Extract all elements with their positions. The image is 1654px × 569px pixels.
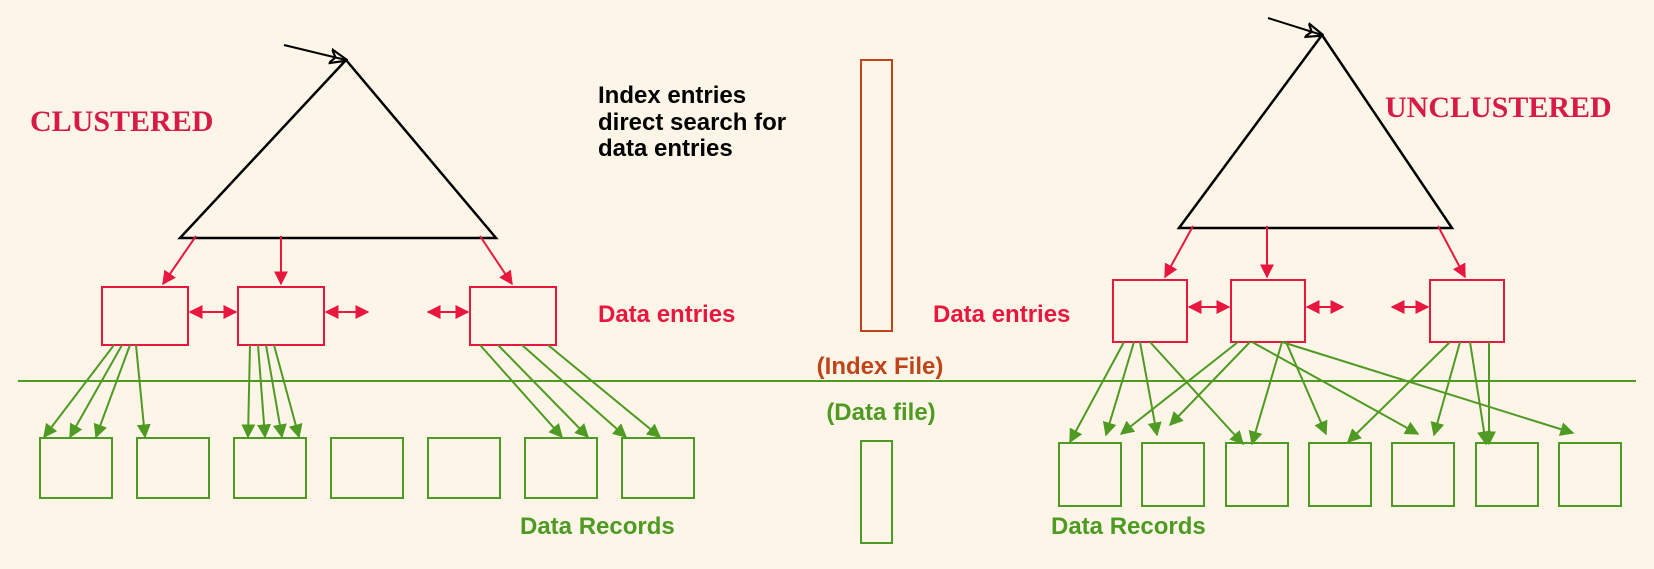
entry-to-record-arrow — [1149, 341, 1244, 446]
index-file-bar — [860, 59, 893, 332]
entry-to-record-arrow — [1281, 341, 1575, 436]
entry-to-record-arrow — [1430, 341, 1461, 437]
index-tree-triangle-right — [1176, 32, 1455, 230]
data-record-page — [136, 437, 210, 499]
entry-to-record-arrow — [93, 344, 131, 439]
entry-to-record-arrow — [479, 344, 563, 439]
data-record-page — [1225, 442, 1289, 507]
entry-to-record-arrow — [265, 344, 287, 439]
entry-to-record-arrow — [1347, 341, 1451, 443]
data-record-page — [621, 437, 695, 499]
entry-to-record-arrow — [1469, 341, 1491, 446]
data-entries-label-right: Data entries — [933, 301, 1070, 328]
clustered-title: CLUSTERED — [30, 105, 213, 138]
data-record-page — [1475, 442, 1539, 507]
entry-to-record-arrow — [521, 344, 628, 438]
entry-to-record-arrow — [1285, 341, 1328, 436]
data-entry-page — [1429, 279, 1505, 343]
tree-to-entry-arrow — [479, 235, 513, 286]
entry-to-record-arrow — [1169, 341, 1251, 427]
data-record-page — [1058, 442, 1122, 507]
data-record-page — [1308, 442, 1372, 507]
entry-to-record-arrow — [257, 344, 272, 439]
tree-to-entry-arrow — [1437, 225, 1466, 279]
data-file-label: (Data file) — [826, 399, 935, 426]
data-record-page — [524, 437, 598, 499]
entry-to-record-arrow — [241, 344, 256, 439]
tree-to-entry-arrow — [162, 235, 197, 286]
data-record-page — [427, 437, 501, 499]
data-record-page — [39, 437, 113, 499]
tree-to-entry-arrow — [1164, 225, 1194, 279]
data-entry-page — [1112, 279, 1188, 343]
entry-to-record-arrow — [547, 344, 662, 438]
entry-to-record-arrow — [69, 344, 123, 439]
data-record-page — [1391, 442, 1455, 507]
data-entry-page — [469, 286, 557, 346]
index-tree-triangle-left — [177, 58, 499, 240]
data-record-page — [233, 437, 307, 499]
index-entries-text-line-1: Index entries — [598, 82, 746, 109]
entry-to-record-arrow — [1069, 341, 1125, 444]
entry-to-record-arrow — [1251, 341, 1420, 435]
data-records-label-right: Data Records — [1051, 513, 1206, 540]
data-file-bar — [860, 440, 893, 544]
index-entries-text-line-2: direct search for — [598, 109, 786, 136]
entry-to-record-arrow — [273, 344, 303, 439]
data-record-page — [1558, 442, 1622, 507]
center-legend: Index entries direct search for data ent… — [598, 59, 944, 544]
entry-to-record-arrow — [1102, 341, 1135, 437]
data-records-label-left: Data Records — [520, 513, 675, 540]
index-entries-text-line-3: data entries — [598, 135, 733, 162]
root-pointer-arrow-right — [1267, 17, 1322, 35]
entry-to-record-arrow — [1248, 341, 1283, 446]
entry-to-record-arrow — [135, 344, 151, 439]
entry-to-record-arrow — [497, 344, 589, 439]
entry-to-record-arrow — [43, 344, 115, 439]
root-pointer-arrow-left — [283, 44, 346, 60]
data-entry-page — [101, 286, 189, 346]
data-record-page — [1141, 442, 1205, 507]
data-entry-page — [1230, 279, 1306, 343]
unclustered-title: UNCLUSTERED — [1385, 91, 1612, 124]
entry-to-record-arrow — [1139, 341, 1162, 437]
clustered-side: CLUSTERED Data entries Data Records — [30, 44, 735, 540]
unclustered-side: UNCLUSTERED Data entries Data Records — [933, 17, 1622, 540]
data-record-page — [330, 437, 404, 499]
entry-to-record-arrow — [1119, 341, 1239, 435]
data-entries-label-left: Data entries — [598, 301, 735, 328]
data-entry-page — [237, 286, 325, 346]
index-file-label: (Index File) — [817, 353, 944, 380]
